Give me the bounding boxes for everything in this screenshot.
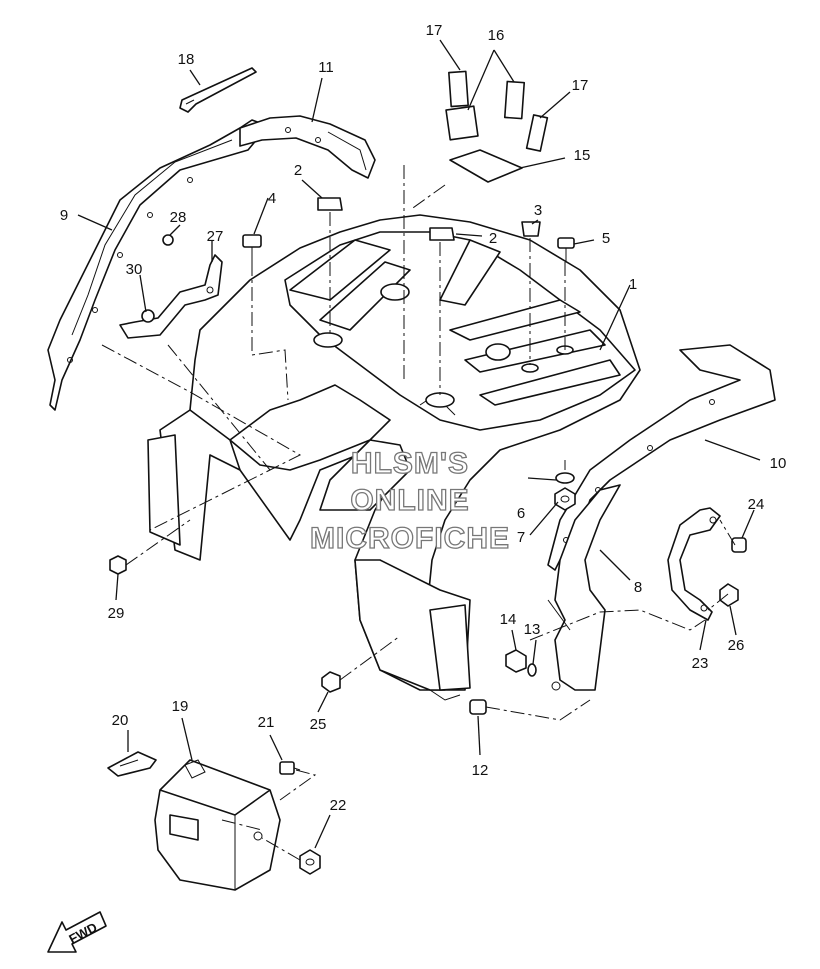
callout-23: 23 <box>692 655 709 672</box>
callout-14: 14 <box>500 611 517 628</box>
watermark-line-3: MICROFICHE <box>310 522 510 555</box>
part-11-fender-extension <box>239 115 376 179</box>
callout-27: 27 <box>207 228 224 245</box>
part-18-strap <box>179 67 257 113</box>
callout-28: 28 <box>170 209 187 226</box>
callout-15: 15 <box>574 147 591 164</box>
leader-lines <box>77 39 761 849</box>
callout-17-left: 17 <box>426 22 443 39</box>
callout-6: 6 <box>517 505 525 522</box>
callout-10: 10 <box>770 455 787 472</box>
callout-22: 22 <box>330 797 347 814</box>
part-9-left-fender-flap <box>47 119 269 411</box>
callout-21: 21 <box>258 714 275 731</box>
fwd-direction-arrow <box>47 911 107 953</box>
callout-29: 29 <box>108 605 125 622</box>
callout-30: 30 <box>126 261 143 278</box>
callout-13: 13 <box>524 621 541 638</box>
watermark: HLSM'S ONLINE MICROFICHE <box>309 446 510 555</box>
parts-15-16-17-pads <box>445 70 549 183</box>
callout-1: 1 <box>629 276 637 293</box>
part-8-right-fender-lower <box>547 484 621 691</box>
callout-labels: 1 2 2 3 4 5 6 7 8 9 10 11 12 13 14 15 16… <box>60 22 787 814</box>
callout-20: 20 <box>112 712 129 729</box>
watermark-line-2: ONLINE <box>350 484 469 517</box>
assembly-lines <box>101 165 736 861</box>
part-1-rear-fender <box>147 214 641 701</box>
callout-18: 18 <box>178 51 195 68</box>
small-fasteners <box>109 555 537 715</box>
callout-19: 19 <box>172 698 189 715</box>
callout-2-lower: 2 <box>489 230 497 247</box>
callout-4: 4 <box>268 190 276 207</box>
part-19-box <box>154 759 281 891</box>
fwd-label: FWD <box>66 920 99 947</box>
callout-2-upper: 2 <box>294 162 302 179</box>
callout-3: 3 <box>534 202 542 219</box>
callout-16: 16 <box>488 27 505 44</box>
callout-8: 8 <box>634 579 642 596</box>
part-23-bracket <box>667 507 747 621</box>
part-20-clip <box>107 751 157 777</box>
callout-9: 9 <box>60 207 68 224</box>
callout-25: 25 <box>310 716 327 733</box>
part-27-bracket <box>119 234 223 339</box>
callout-17-right: 17 <box>572 77 589 94</box>
callout-24: 24 <box>748 496 765 513</box>
callout-5: 5 <box>602 230 610 247</box>
callout-12: 12 <box>472 762 489 779</box>
callout-7: 7 <box>517 529 525 546</box>
callout-26: 26 <box>728 637 745 654</box>
part-2-grommets <box>317 197 455 241</box>
callout-11: 11 <box>318 59 334 76</box>
parts-21-22-fasteners <box>279 761 321 875</box>
parts-6-7-washer-nut <box>554 472 576 511</box>
watermark-line-1: HLSM'S <box>351 447 469 480</box>
